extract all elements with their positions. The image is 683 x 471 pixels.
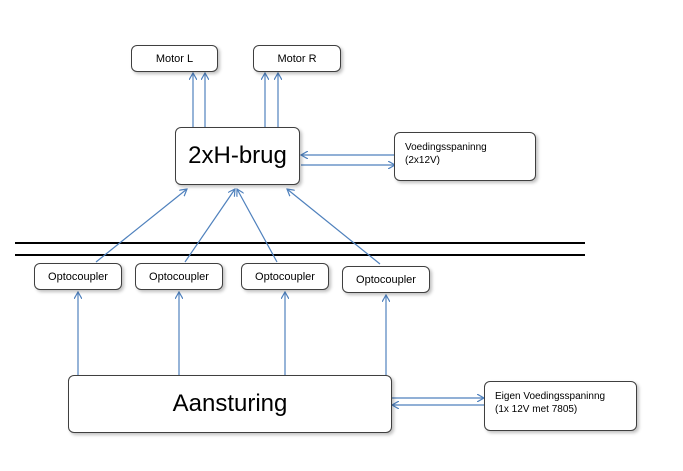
motor-l-box: Motor L [131, 45, 218, 72]
arrow-opto2-hbridge [184, 189, 235, 263]
hbridge-supply-line-2: (2x12V) [405, 155, 441, 166]
hbridge-supply-box: Voedingsspaninng (2x12V) [394, 132, 536, 181]
own-supply-line-1: Eigen Voedingsspaninng [495, 391, 606, 402]
hbridge-box: 2xH-brug [175, 127, 300, 185]
optocoupler-label-3: Optocoupler [255, 270, 315, 283]
arrow-opto4-hbridge [287, 189, 381, 265]
optocoupler-box-2: Optocoupler [135, 263, 223, 290]
hbridge-supply-line-1: Voedingsspaninng [405, 142, 487, 153]
optocoupler-label-2: Optocoupler [149, 270, 209, 283]
own-supply-box: Eigen Voedingsspaninng (1x 12V met 7805) [484, 381, 637, 431]
optocoupler-box-3: Optocoupler [241, 263, 329, 290]
arrow-opto3-hbridge [237, 189, 278, 263]
optocoupler-box-4: Optocoupler [342, 266, 430, 293]
optocoupler-box-1: Optocoupler [34, 263, 122, 290]
motor-l-label: Motor L [155, 52, 194, 65]
control-box: Aansturing [68, 375, 392, 433]
optocoupler-label-4: Optocoupler [356, 273, 416, 286]
own-supply-line-2: (1x 12V met 7805) [495, 404, 578, 415]
arrow-opto1-hbridge [95, 189, 187, 263]
control-label: Aansturing [172, 390, 288, 417]
motor-r-label: Motor R [277, 52, 317, 65]
optocoupler-label-1: Optocoupler [48, 270, 108, 283]
motor-r-box: Motor R [253, 45, 341, 72]
hbridge-label: 2xH-brug [188, 142, 287, 169]
